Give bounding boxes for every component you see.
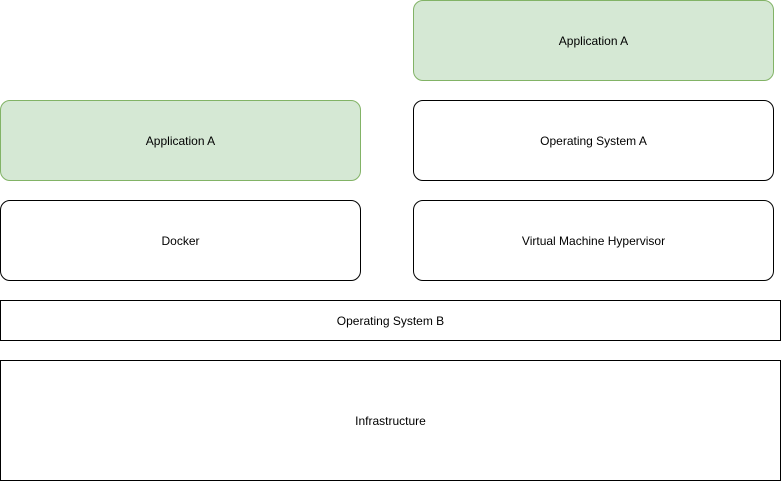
vm-application-box: Application A [413,0,774,81]
docker-application-label: Application A [145,133,216,148]
vm-application-label: Application A [558,33,629,48]
infrastructure-label: Infrastructure [355,413,426,428]
guest-os-label: Operating System A [540,133,647,148]
hypervisor-label: Virtual Machine Hypervisor [521,233,666,248]
host-os-box: Operating System B [0,300,781,341]
infrastructure-box: Infrastructure [0,360,781,481]
hypervisor-box: Virtual Machine Hypervisor [413,200,774,281]
docker-application-box: Application A [0,100,361,181]
docker-label: Docker [161,233,200,248]
guest-os-box: Operating System A [413,100,774,181]
docker-box: Docker [0,200,361,281]
host-os-label: Operating System B [336,313,445,328]
